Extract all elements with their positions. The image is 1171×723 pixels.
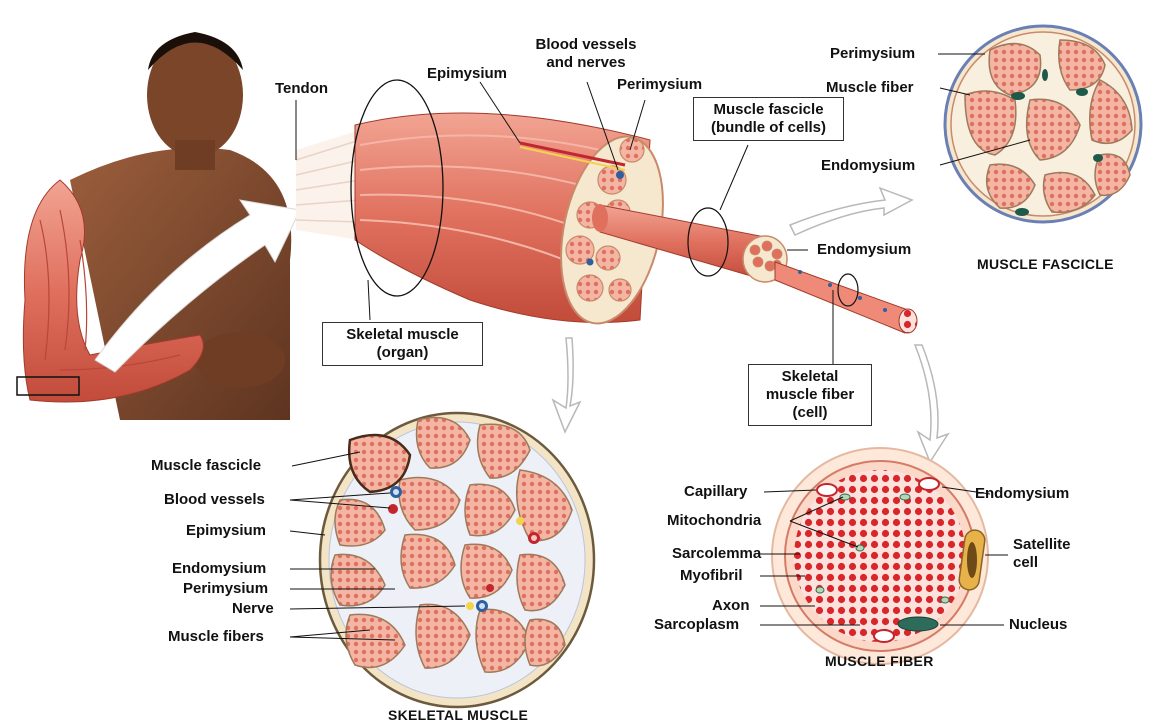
skeletal-muscle-box-line1: Skeletal muscle bbox=[329, 326, 476, 344]
fascicle-endomysium-label: Endomysium bbox=[821, 157, 915, 175]
fiber-cross-section bbox=[772, 448, 988, 664]
blood-vessels-nerves-line1: Blood vessels bbox=[530, 36, 642, 54]
fb-myofibril-label: Myofibril bbox=[680, 567, 743, 585]
sk-perimysium-label: Perimysium bbox=[183, 580, 268, 598]
muscle-fascicle-box-line1: Muscle fascicle bbox=[700, 101, 837, 119]
fiber-panel-title: MUSCLE FIBER bbox=[825, 653, 934, 669]
fb-satellite-line1: Satellite bbox=[1013, 536, 1071, 554]
skeletal-panel-title: SKELETAL MUSCLE bbox=[388, 707, 528, 723]
sk-blood-vessels-label: Blood vessels bbox=[164, 491, 265, 509]
fb-capillary-label: Capillary bbox=[684, 483, 747, 501]
fb-satellite-line2: cell bbox=[1013, 554, 1071, 572]
skeletal-fiber-box-line2: muscle fiber bbox=[755, 386, 865, 404]
epimysium-label: Epimysium bbox=[427, 65, 507, 83]
muscle-organ bbox=[351, 80, 679, 333]
skeletal-muscle-organ-box: Skeletal muscle (organ) bbox=[322, 322, 483, 366]
fascicle-perimysium-label: Perimysium bbox=[830, 45, 915, 63]
skeletal-fiber-box-line3: (cell) bbox=[755, 404, 865, 422]
skeletal-fiber-box-line1: Skeletal bbox=[755, 368, 865, 386]
fascicle-panel-title: MUSCLE FASCICLE bbox=[977, 256, 1114, 272]
fascicle-cross-section bbox=[945, 26, 1141, 222]
skeletal-muscle-cross-section bbox=[320, 413, 594, 707]
perimysium-label: Perimysium bbox=[617, 76, 702, 94]
blood-vessels-nerves-line2: and nerves bbox=[530, 54, 642, 72]
sk-muscle-fascicle-label: Muscle fascicle bbox=[151, 457, 261, 475]
sk-muscle-fibers-label: Muscle fibers bbox=[168, 628, 264, 646]
sk-epimysium-label: Epimysium bbox=[186, 522, 266, 540]
fb-axon-label: Axon bbox=[712, 597, 750, 615]
blood-vessels-nerves-label: Blood vessels and nerves bbox=[530, 36, 642, 72]
fb-sarcolemma-label: Sarcolemma bbox=[672, 545, 761, 563]
endomysium-mid-label: Endomysium bbox=[817, 241, 911, 259]
skeletal-muscle-fiber-box: Skeletal muscle fiber (cell) bbox=[748, 364, 872, 426]
human-figure bbox=[17, 32, 300, 420]
fascicle-muscle-fiber-label: Muscle fiber bbox=[826, 79, 914, 97]
fb-mitochondria-label: Mitochondria bbox=[667, 512, 761, 530]
muscle-fascicle-box-line2: (bundle of cells) bbox=[700, 119, 837, 137]
fb-nucleus-label: Nucleus bbox=[1009, 616, 1067, 634]
skeletal-muscle-box-line2: (organ) bbox=[329, 344, 476, 362]
sk-endomysium-label: Endomysium bbox=[172, 560, 266, 578]
fb-sarcoplasm-label: Sarcoplasm bbox=[654, 616, 739, 634]
sk-nerve-label: Nerve bbox=[232, 600, 274, 618]
tendon-label: Tendon bbox=[275, 80, 328, 98]
fb-satellite-cell-label: Satellite cell bbox=[1013, 536, 1071, 572]
fiber-cylinder bbox=[775, 262, 917, 333]
muscle-fascicle-box: Muscle fascicle (bundle of cells) bbox=[693, 97, 844, 141]
fb-endomysium-label: Endomysium bbox=[975, 485, 1069, 503]
